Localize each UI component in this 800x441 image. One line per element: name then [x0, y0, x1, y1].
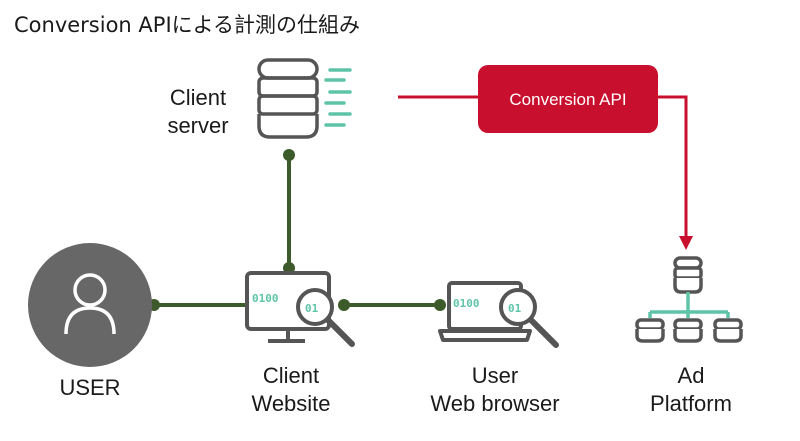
browser-lens-bits: 01 [508, 302, 522, 315]
website-monitor-icon: 0100 01 [245, 271, 355, 347]
magnifier-icon [296, 288, 334, 326]
api-flow: Conversion API [398, 65, 693, 250]
client-website-label-line1: Client [262, 363, 320, 388]
page-title: Conversion APIによる計測の仕組み [14, 13, 361, 37]
connectors [154, 155, 440, 307]
client-website-label-line2: Website [251, 391, 331, 416]
ad-platform-label: Ad Platform [636, 362, 746, 418]
user-icon [28, 243, 152, 367]
conversion-api-label: Conversion API [509, 90, 626, 109]
api-flow-arrowhead [679, 236, 693, 250]
client-server-label-line2: server [167, 113, 229, 138]
browser-magnifier-icon [499, 288, 537, 326]
website-lens-bits: 01 [305, 302, 319, 315]
client-server-label: Client server [148, 84, 248, 140]
dot-website-right [338, 299, 350, 311]
laptop-icon: 0100 01 [438, 281, 559, 348]
conversion-api-box [478, 65, 658, 133]
web-browser-label-line1: User [471, 363, 519, 388]
ad-platform-label-line1: Ad [677, 363, 705, 388]
ad-platform-network-icon [635, 256, 743, 343]
website-bits: 0100 [252, 292, 279, 305]
ad-platform-label-line2: Platform [650, 391, 732, 416]
client-website-label: Client Website [226, 362, 356, 418]
web-browser-label-line2: Web browser [430, 391, 560, 416]
user-label-text: USER [59, 375, 121, 400]
browser-bits: 0100 [453, 297, 480, 310]
database-icon [257, 58, 352, 139]
client-server-label-line1: Client [169, 85, 227, 110]
web-browser-label: User Web browser [410, 362, 580, 418]
user-label: USER [40, 374, 140, 402]
dot-browser-left [434, 299, 446, 311]
dot-server-bottom [283, 149, 295, 161]
